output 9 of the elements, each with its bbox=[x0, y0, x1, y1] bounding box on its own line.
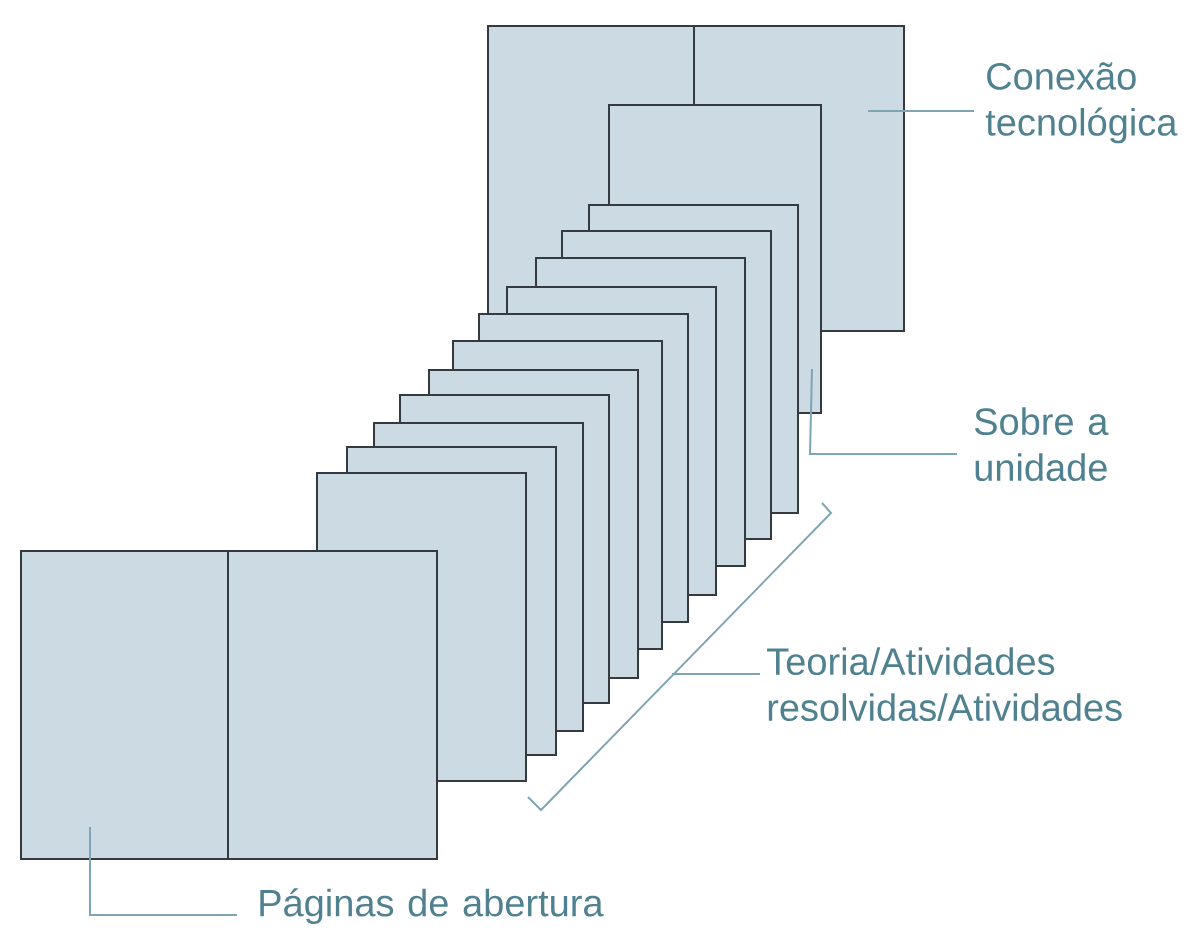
callout-label: Conexão tecnológica bbox=[985, 62, 1178, 144]
leader-line bbox=[809, 368, 958, 455]
callout-label: Páginas de abertura bbox=[260, 888, 604, 925]
leader-line bbox=[89, 826, 238, 916]
page-spread bbox=[20, 549, 438, 860]
leader-line bbox=[867, 110, 975, 112]
callout-label: Teoria/Atividades resolvidas/Atividades bbox=[767, 647, 1122, 722]
leader-line bbox=[671, 673, 761, 675]
callout-label: Sobre a unidade bbox=[974, 407, 1109, 482]
